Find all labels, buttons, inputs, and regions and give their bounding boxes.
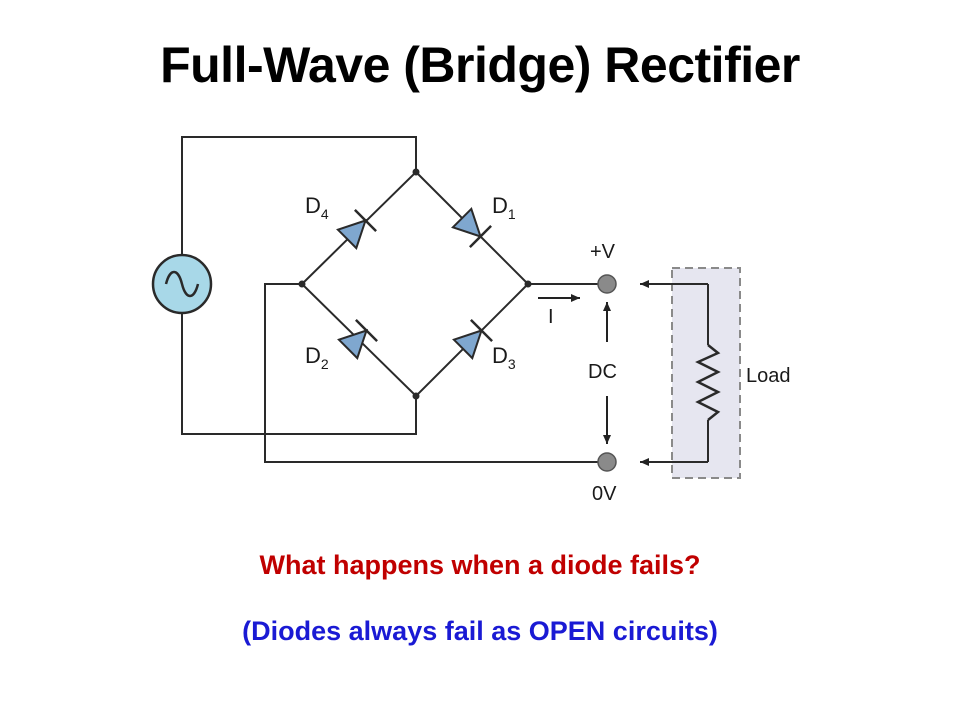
ac-source-icon [151,253,213,315]
diode-label-d2: D2 [305,343,329,372]
load-resistor [695,344,721,421]
current-label: I [548,306,554,328]
diode-d4-icon [336,209,377,250]
circuit-wires [181,136,600,463]
dc-label: DC [588,361,617,383]
wire-source-bottom [181,313,417,435]
diode-d2-icon [337,319,378,360]
diode-label-d1: D1 [492,193,516,222]
load-box [671,267,741,479]
slide-title: Full-Wave (Bridge) Rectifier [160,37,800,93]
question-text: What happens when a diode fails? [259,550,701,580]
ground-terminal [597,452,617,472]
load-wires [640,280,709,466]
junction-dots [298,168,532,400]
positive-terminal [597,274,617,294]
diode-d1-icon [451,207,492,248]
note-text: (Diodes always fail as OPEN circuits) [242,616,718,646]
wire-source-top [181,136,417,256]
diode-label-d3: D3 [492,343,516,372]
wire-ground-return [264,283,600,463]
ground-terminal-label: 0V [592,483,617,505]
diode-label-d4: D4 [305,193,329,222]
diode-d3-icon [452,319,493,360]
positive-terminal-label: +V [590,241,616,263]
load-label: Load [746,365,791,387]
